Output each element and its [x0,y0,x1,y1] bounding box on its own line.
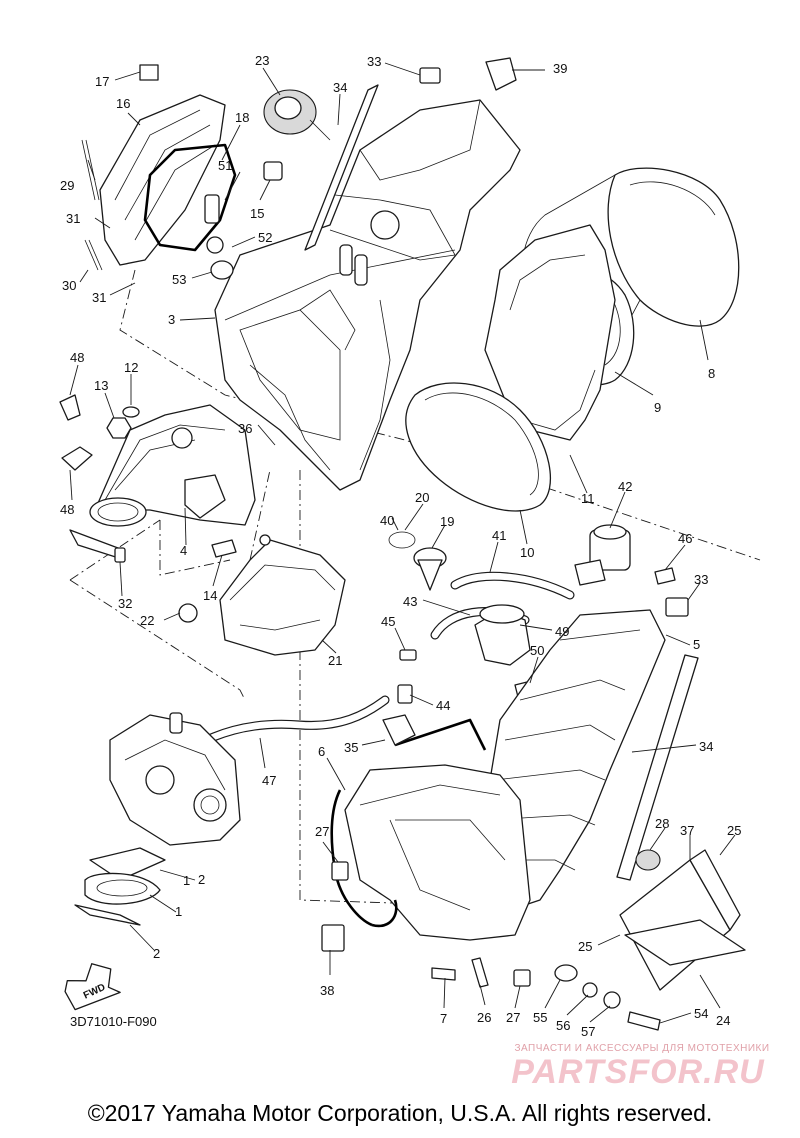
callout-41: 41 [492,528,506,543]
callout-17: 17 [95,74,109,89]
callout-40: 40 [380,513,394,528]
callout-45: 45 [381,614,395,629]
callout-7: 7 [440,1011,447,1026]
callout-48a: 48 [70,350,84,365]
callout-37: 37 [680,823,694,838]
callout-2b: 2 [153,946,160,961]
callout-1: 1 [183,873,190,888]
callout-48b: 48 [60,502,74,517]
callout-12: 12 [124,360,138,375]
callout-52: 52 [258,230,272,245]
callout-numbers: 1 1 2 2 3 4 5 6 7 8 9 10 11 12 13 14 15 … [60,53,741,1039]
callout-3: 3 [168,312,175,327]
callout-51: 51 [218,158,232,173]
callout-2a: 2 [198,872,205,887]
callout-18: 18 [235,110,249,125]
callout-34a: 34 [333,80,347,95]
fasteners-bottom [321,849,661,1031]
reed-valve [397,604,539,704]
joint-air-cleaner [405,382,552,512]
leader-lines [69,62,736,1024]
callout-5: 5 [693,637,700,652]
callout-25a: 25 [727,823,741,838]
callout-25b: 25 [578,939,592,954]
callout-11: 11 [581,491,595,506]
callout-14: 14 [203,588,217,603]
callout-53: 53 [172,272,186,287]
copyright-notice: ©2017 Yamaha Motor Corporation, U.S.A. A… [87,1100,713,1126]
callout-16: 16 [116,96,130,111]
callout-22: 22 [140,613,154,628]
throttle-body [74,712,241,926]
callout-31a: 31 [66,211,80,226]
callout-21: 21 [328,653,342,668]
callout-39: 39 [553,61,567,76]
callout-46: 46 [678,531,692,546]
callout-10: 10 [520,545,534,560]
callout-26: 26 [477,1010,491,1025]
callout-47: 47 [262,773,276,788]
solenoid-valve [574,524,676,586]
watermark-subtitle: ЗАПЧАСТИ И АКСЕССУАРЫ ДЛЯ МОТОТЕХНИКИ [514,1043,770,1054]
callout-24: 24 [716,1013,730,1028]
drawing-code: 3D71010-F090 [70,1014,157,1029]
air-case-sub [330,714,531,941]
air-cleaner-cap [81,64,237,280]
air-cleaner-case [214,99,521,491]
damper-cap [263,89,331,181]
callout-4: 4 [180,543,187,558]
callout-42: 42 [618,479,632,494]
callout-29: 29 [60,178,74,193]
callout-55: 55 [533,1010,547,1025]
callout-32: 32 [118,596,132,611]
cover-plates [619,849,746,991]
callout-30: 30 [62,278,76,293]
callout-27a: 27 [315,824,329,839]
callout-13: 13 [94,378,108,393]
callout-28: 28 [655,816,669,831]
callout-6: 6 [318,744,325,759]
fwd-arrow: FWD [64,963,121,1011]
callout-38: 38 [320,983,334,998]
callout-33a: 33 [367,54,381,69]
callout-49: 49 [555,624,569,639]
callout-1b: 1 [175,904,182,919]
callout-20: 20 [415,490,429,505]
clips-and-plates [304,57,699,881]
callout-36: 36 [238,421,252,436]
watermark-logo: PARTSFOR.RU [511,1053,765,1091]
callout-19: 19 [440,514,454,529]
callout-50: 50 [530,643,544,658]
callout-43: 43 [403,594,417,609]
callout-33b: 33 [694,572,708,587]
callout-34b: 34 [699,739,713,754]
callout-9: 9 [654,400,661,415]
callout-15: 15 [250,206,264,221]
callout-56: 56 [556,1018,570,1033]
callout-23: 23 [255,53,269,68]
clamp [69,529,237,563]
callout-35: 35 [344,740,358,755]
callout-31b: 31 [92,290,106,305]
callout-54: 54 [694,1006,708,1021]
callout-57: 57 [581,1024,595,1039]
side-cover [178,531,447,656]
callout-8: 8 [708,366,715,381]
callout-27b: 27 [506,1010,520,1025]
filter-guide [484,224,616,441]
callout-44: 44 [436,698,450,713]
intake-joint [59,394,256,527]
